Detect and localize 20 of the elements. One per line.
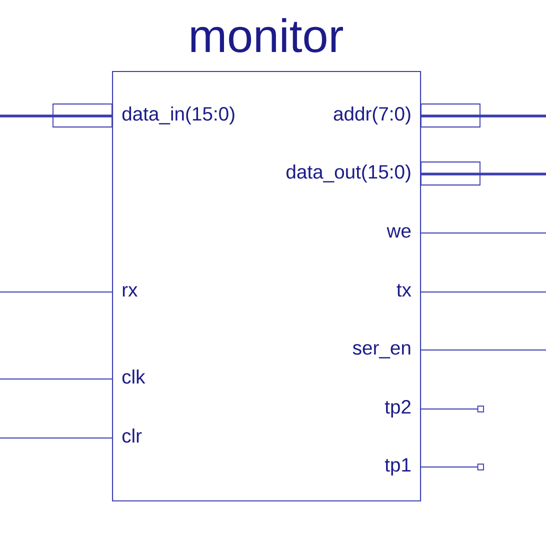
block-title: monitor: [191, 18, 343, 52]
pin-line: [421, 172, 546, 176]
pin-line: [0, 114, 112, 118]
pin-name: clr: [122, 428, 142, 443]
pin-name: tp2: [384, 400, 410, 418]
pin-line: [421, 114, 546, 118]
pin-name: ser_en: [352, 344, 410, 358]
pin-name: rx: [122, 286, 138, 297]
pin-line: [420, 406, 484, 412]
block-box: [112, 71, 422, 502]
pin-line: [420, 464, 484, 470]
pin-name: we: [386, 227, 411, 238]
pin-name: tp1: [384, 458, 411, 476]
pin-name: tx: [396, 284, 412, 297]
pin-name: clk: [122, 370, 146, 384]
pin-name: data_in(15:0): [122, 106, 234, 125]
pin-name: data_out(15:0): [286, 164, 410, 183]
pin-line: [0, 378, 112, 380]
pin-name: addr(7:0): [334, 106, 410, 125]
pin-line: [420, 232, 546, 234]
